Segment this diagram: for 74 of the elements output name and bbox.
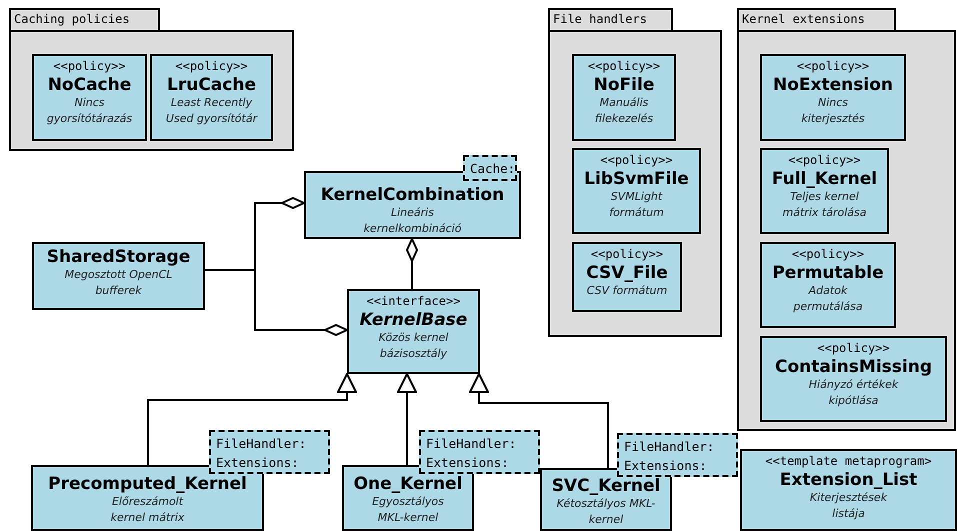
package <box>737 8 956 431</box>
template-parameter-box <box>419 430 540 474</box>
stereotype-label: <<policy>> <box>588 59 660 75</box>
class-name: Permutable <box>772 262 884 283</box>
class-name: ContainsMissing <box>775 356 932 377</box>
class-box <box>760 336 947 422</box>
template-parameter: FileHandler: Extensions: <box>216 435 308 472</box>
stereotype-label: <<policy>> <box>600 153 673 169</box>
class-description: Nincs gyorsítótárazás <box>46 94 134 127</box>
class-description: Kétosztályos MKL-kernel <box>556 496 656 528</box>
template-parameter: FileHandler: Extensions: <box>624 438 716 475</box>
template-parameter-box <box>209 430 330 474</box>
class-box <box>740 449 957 531</box>
class-name: SVC_Kernel <box>552 476 660 496</box>
class-description: Adatok permutálása <box>792 282 864 315</box>
class-box <box>572 148 701 234</box>
class-description: Hiányzó értékek kipótlása <box>808 376 900 409</box>
stereotype-label: <<policy>> <box>590 247 664 263</box>
stereotype-label: <<policy>> <box>53 59 126 75</box>
class-name: SharedStorage <box>46 247 190 268</box>
class-name: NoExtension <box>773 74 893 95</box>
inheritance-arrow <box>469 373 609 468</box>
package-name: File handlers <box>553 12 647 26</box>
package-name: Kernel extensions <box>742 12 865 26</box>
class-description: Kiterjesztések listája <box>808 490 888 522</box>
class-name: LruCache <box>167 74 256 95</box>
inheritance-arrow <box>397 373 417 465</box>
inheritance-arrow <box>147 373 357 465</box>
stereotype-label: <<template metaprogram> <box>765 454 932 470</box>
class-description: Least Recently Used gyorsítótár <box>164 94 259 127</box>
template-parameter: Cache: <box>470 160 510 178</box>
class-box <box>150 54 273 141</box>
class-box <box>760 242 896 328</box>
class-name: NoCache <box>48 74 132 95</box>
template-parameter: FileHandler: Extensions: <box>426 435 518 472</box>
class-description: Egyosztályos MKL-kernel <box>371 494 445 526</box>
stereotype-label: <<interface>> <box>366 294 460 310</box>
class-name: Full_Kernel <box>772 168 878 189</box>
template-parameter-box <box>617 433 738 477</box>
class-box <box>760 54 906 141</box>
class-name: CSV_File <box>586 262 668 283</box>
class-name: KernelCombination <box>320 185 504 206</box>
class-description: Lineáris kernelkombináció <box>362 205 462 238</box>
package <box>9 8 294 151</box>
stereotype-label: <<policy>> <box>788 153 861 169</box>
class-description: Nincs kiterjesztés <box>800 94 866 127</box>
class-box <box>760 148 889 234</box>
class-name: Precomputed_Kernel <box>48 474 247 494</box>
aggregation-connector <box>205 269 348 336</box>
stereotype-label: <<policy>> <box>817 341 890 357</box>
interface-box <box>347 289 480 374</box>
class-box <box>572 242 682 312</box>
class-name: NoFile <box>594 74 654 95</box>
package <box>548 8 722 337</box>
stereotype-label: <<policy>> <box>796 59 870 75</box>
class-box <box>32 54 147 141</box>
class-description: Közös kernel bázisosztály <box>378 330 450 362</box>
class-name: Extension_List <box>780 470 918 490</box>
class-description: Teljes kernel mátrix tárolása <box>782 188 868 221</box>
class-description: SVMLight formátum <box>608 188 665 221</box>
class-description: Előreszámolt kernel mátrix <box>110 494 186 526</box>
stereotype-label: <<policy>> <box>792 247 864 263</box>
stereotype-label: <<policy>> <box>175 59 248 75</box>
class-name: KernelBase <box>360 310 468 330</box>
aggregation-connector <box>406 238 418 289</box>
class-box <box>32 242 205 310</box>
class-description: Megosztott OpenCL bufferek <box>64 267 174 300</box>
class-name: One_Kernel <box>354 474 462 494</box>
class-description: Manuális filekezelés <box>594 94 654 127</box>
template-parameter-box <box>463 155 517 181</box>
class-name: LibSvmFile <box>584 168 689 189</box>
package-name: Caching policies <box>14 12 130 26</box>
class-description: CSV formátum <box>586 282 668 299</box>
class-box <box>572 54 676 141</box>
